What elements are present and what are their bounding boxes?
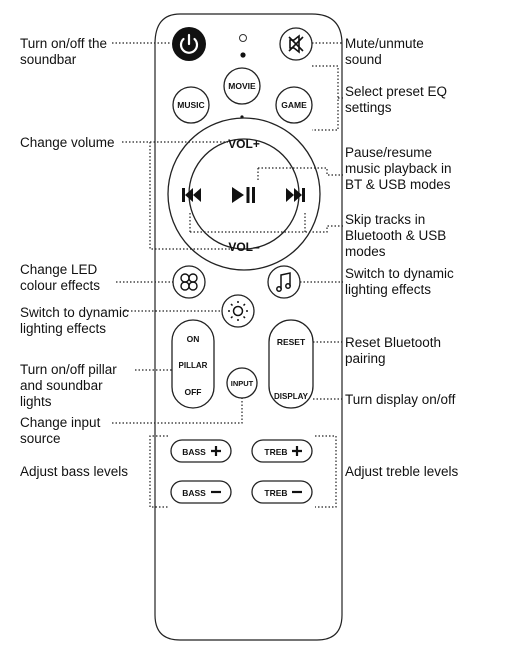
bass-minus-label: BASS	[182, 488, 206, 498]
led-indicator	[239, 34, 247, 42]
pillar-lights-label: Turn on/off pillar and soundbar lights	[20, 362, 117, 409]
power-icon	[179, 33, 199, 54]
music-label: MUSIC	[177, 100, 204, 110]
led-colour-button[interactable]	[172, 265, 206, 299]
power-label: Turn on/off the soundbar	[20, 36, 108, 67]
next-track-icon[interactable]	[286, 188, 305, 202]
treb-plus-label: TREB	[264, 447, 287, 457]
vol-down-button[interactable]: VOL–	[228, 240, 260, 254]
power-button[interactable]	[172, 27, 206, 61]
reset-button[interactable]: RESET	[277, 337, 306, 347]
pillar-off-button[interactable]: OFF	[185, 387, 202, 397]
game-label: GAME	[281, 100, 307, 110]
mute-button[interactable]	[279, 27, 313, 61]
bass-minus-button[interactable]: BASS	[170, 480, 232, 504]
dynamic-right-label: Switch to dynamic lighting effects	[345, 266, 454, 297]
movie-label: MOVIE	[228, 81, 256, 91]
pillar-on-button[interactable]: ON	[187, 334, 200, 344]
treble-label: Adjust treble levels	[345, 464, 459, 479]
prev-track-icon[interactable]	[182, 188, 201, 202]
reset-bt-label: Reset Bluetooth pairing	[345, 335, 442, 366]
movie-button[interactable]: MOVIE	[223, 67, 261, 105]
dynamic-lighting-sun-button[interactable]	[221, 294, 255, 328]
input-button[interactable]: INPUT	[226, 367, 258, 399]
treb-minus-button[interactable]: TREB	[251, 480, 313, 504]
volume-label: Change volume	[20, 135, 115, 150]
eq-label: Select preset EQ settings	[345, 84, 448, 115]
input-label: INPUT	[231, 379, 254, 388]
bass-plus-label: BASS	[182, 447, 206, 457]
treb-minus-label: TREB	[264, 488, 287, 498]
music-note-icon	[276, 272, 291, 292]
reset-display-group	[268, 319, 314, 409]
leader-lines	[112, 42, 343, 508]
pillar-button-group	[171, 319, 215, 409]
sun-icon	[228, 301, 248, 321]
sensor-dot	[240, 52, 246, 58]
pause-label: Pause/resume music playback in BT & USB …	[345, 145, 452, 192]
play-pause-icon[interactable]	[232, 187, 255, 203]
mute-icon	[288, 34, 304, 54]
game-button[interactable]: GAME	[275, 86, 313, 124]
music-button[interactable]: MUSIC	[172, 86, 210, 124]
dynamic-lighting-note-button[interactable]	[267, 265, 301, 299]
mute-label: Mute/unmute sound	[345, 36, 424, 67]
bass-plus-button[interactable]: BASS	[170, 439, 232, 463]
dynamic-left-label: Switch to dynamic lighting effects	[20, 305, 129, 336]
display-label: Turn display on/off	[345, 392, 456, 407]
fan-icon	[180, 273, 198, 291]
bass-label: Adjust bass levels	[20, 464, 129, 479]
pillar-label: PILLAR	[179, 361, 208, 370]
input-source-label: Change input source	[20, 415, 101, 446]
vol-up-button[interactable]: VOL+	[228, 137, 260, 151]
led-label: Change LED colour effects	[20, 262, 101, 293]
treb-plus-button[interactable]: TREB	[251, 439, 313, 463]
display-button[interactable]: DISPLAY	[274, 392, 309, 401]
skip-label: Skip tracks in Bluetooth & USB modes	[345, 212, 447, 259]
